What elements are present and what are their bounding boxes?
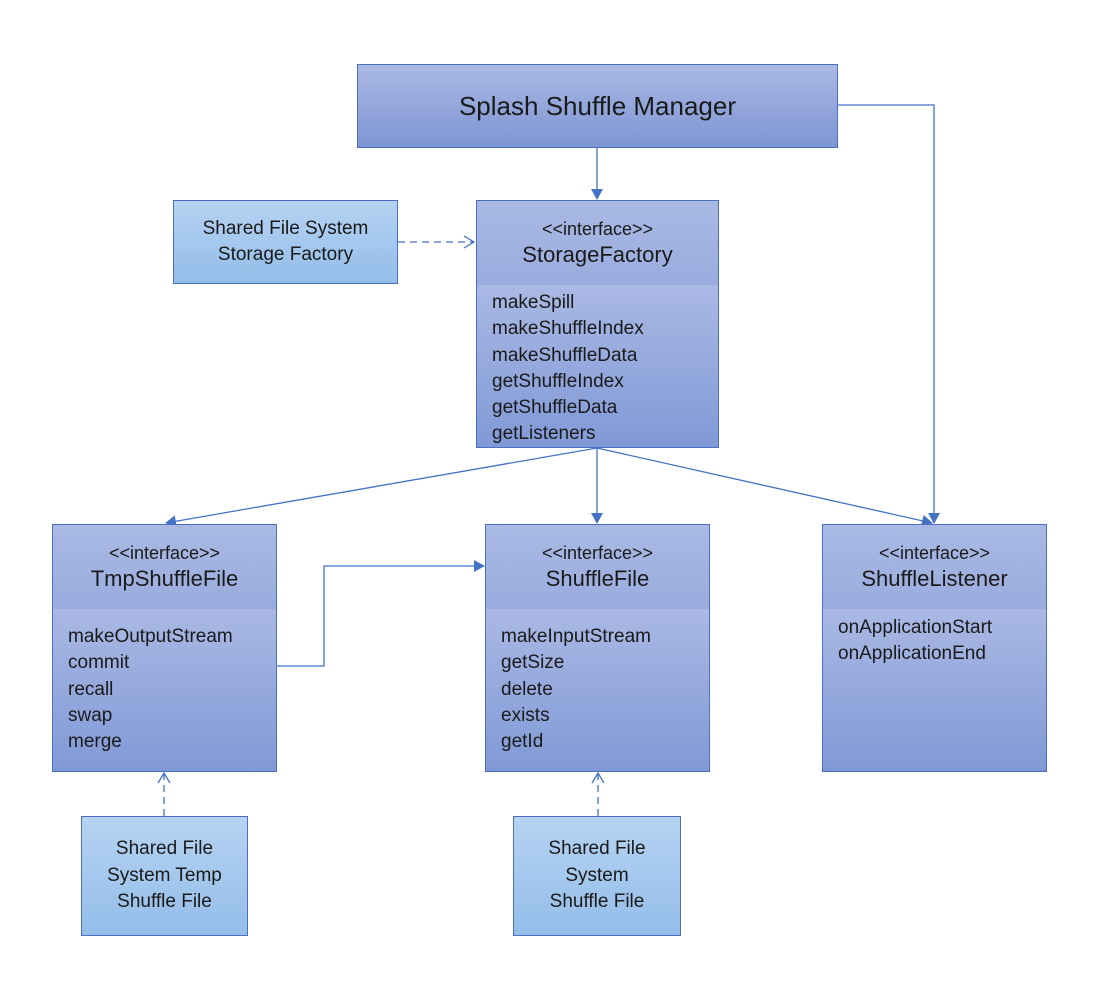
shuffle-listener-header: <<interface>> ShuffleListener bbox=[823, 525, 1046, 610]
class-name: ShuffleListener bbox=[861, 566, 1008, 591]
tmp-impl-line-2: System Temp bbox=[107, 864, 222, 886]
operation-item: makeInputStream bbox=[501, 626, 651, 647]
operation-item: swap bbox=[68, 704, 113, 726]
operation-item: getSize bbox=[501, 652, 565, 674]
tmp-shuffle-file-header: <<interface>> TmpShuffleFile bbox=[53, 525, 276, 610]
shuffle-listener-operations: onApplicationStart onApplicationEnd bbox=[823, 609, 1046, 771]
shuffle-file-interface: <<interface>> ShuffleFile makeInputStrea… bbox=[485, 524, 710, 772]
storage-factory-header: <<interface>> StorageFactory bbox=[477, 201, 718, 286]
factory-impl-line-1: Shared File System bbox=[202, 217, 369, 239]
operation-item: getListeners bbox=[492, 423, 596, 445]
shared-fs-storage-factory-box: Shared File System Storage Factory bbox=[173, 200, 398, 284]
splash-shuffle-manager-box: Splash Shuffle Manager bbox=[357, 64, 838, 148]
operation-item: getId bbox=[501, 731, 544, 753]
storage-factory-operations: makeSpill makeShuffleIndex makeShuffleDa… bbox=[477, 285, 718, 447]
shared-fs-shuffle-file-box: Shared File System Shuffle File bbox=[513, 816, 681, 936]
storage-factory-interface: <<interface>> StorageFactory makeSpill m… bbox=[476, 200, 719, 448]
factory-impl-line-2: Storage Factory bbox=[217, 244, 354, 265]
shuffle-listener-interface: <<interface>> ShuffleListener onApplicat… bbox=[822, 524, 1047, 772]
file-impl-line-1: Shared File bbox=[548, 838, 646, 860]
tmp-shuffle-file-operations: makeOutputStream commit recall swap merg… bbox=[53, 609, 276, 771]
factory-to-listener-arrow bbox=[596, 447, 933, 527]
operation-item: getShuffleIndex bbox=[492, 370, 624, 392]
operation-item: makeOutputStream bbox=[68, 626, 233, 647]
tmp-shuffle-file-interface: <<interface>> TmpShuffleFile makeOutputS… bbox=[52, 524, 277, 772]
operation-item: delete bbox=[501, 678, 553, 700]
stereotype-label: <<interface>> bbox=[541, 543, 654, 563]
class-name: ShuffleFile bbox=[545, 566, 650, 591]
class-name: StorageFactory bbox=[522, 242, 673, 267]
manager-to-listener-arrow bbox=[838, 104, 940, 524]
operation-item: makeShuffleData bbox=[492, 344, 638, 366]
stereotype-label: <<interface>> bbox=[541, 219, 654, 239]
operation-item: makeSpill bbox=[492, 292, 575, 313]
operation-item: merge bbox=[68, 731, 122, 753]
class-name: TmpShuffleFile bbox=[90, 566, 239, 591]
operation-item: commit bbox=[68, 652, 130, 674]
file-impl-line-3: Shuffle File bbox=[549, 891, 645, 913]
tmp-impl-line-1: Shared File bbox=[115, 838, 214, 860]
manager-title: Splash Shuffle Manager bbox=[458, 90, 737, 121]
tmp-impl-line-3: Shuffle File bbox=[117, 891, 212, 913]
operation-item: exists bbox=[501, 704, 550, 726]
operation-item: recall bbox=[68, 678, 114, 700]
stereotype-label: <<interface>> bbox=[108, 543, 221, 563]
factory-to-tmpfile-arrow bbox=[165, 447, 598, 528]
operation-item: onApplicationStart bbox=[838, 617, 993, 638]
shuffle-file-operations: makeInputStream getSize delete exists ge… bbox=[486, 609, 709, 771]
stereotype-label: <<interface>> bbox=[878, 543, 991, 563]
operation-item: makeShuffleIndex bbox=[492, 318, 644, 340]
file-impl-line-2: System bbox=[565, 864, 629, 886]
operation-item: getShuffleData bbox=[492, 397, 618, 419]
shared-fs-temp-shuffle-file-box: Shared File System Temp Shuffle File bbox=[81, 816, 248, 936]
operation-item: onApplicationEnd bbox=[838, 643, 986, 665]
shuffle-file-header: <<interface>> ShuffleFile bbox=[486, 525, 709, 610]
